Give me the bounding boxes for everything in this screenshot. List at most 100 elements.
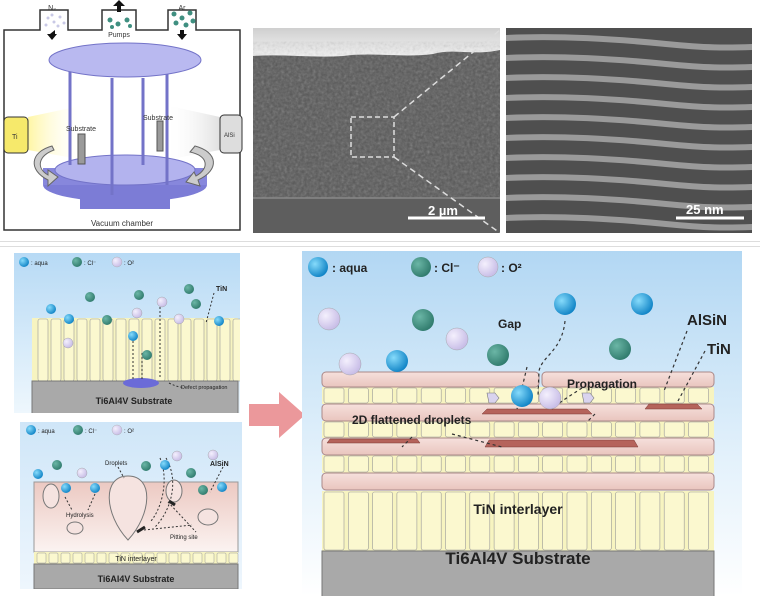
- interlayer-label: TiN interlayer: [473, 501, 563, 517]
- aqua-particle: [217, 482, 227, 492]
- substrate-right: [156, 120, 164, 152]
- pump-outlet-arrow-icon: [113, 0, 125, 12]
- o2-particle: [62, 337, 74, 349]
- tin-corrosion-panel: : aqua : Cl⁻ : O² TiN Defect propagation…: [14, 253, 240, 413]
- cl-particle: [186, 468, 196, 478]
- substrate-block: [321, 550, 715, 596]
- tin-cell: [396, 387, 418, 404]
- multilayer-stack: [321, 371, 715, 551]
- legend-o2: : O²: [501, 261, 522, 275]
- tin-cell: [590, 491, 612, 551]
- tin-column: [115, 318, 127, 382]
- cl-legend-icon: [411, 257, 431, 277]
- tin-cell: [566, 455, 588, 473]
- aqua-particle: [160, 460, 170, 470]
- tin-cell: [347, 491, 369, 551]
- alsi-beam: [165, 105, 220, 160]
- interlayer-column: [180, 552, 191, 564]
- tin-cell: [347, 421, 369, 438]
- tin-cell: [615, 421, 636, 438]
- alsi-target-label: AlSi: [224, 133, 235, 139]
- stripe: [506, 214, 752, 231]
- section-divider: [0, 241, 760, 242]
- interlayer-column: [84, 552, 95, 564]
- o2-particle: [445, 327, 469, 351]
- tin-cell: [542, 421, 563, 438]
- aqua-particle: [33, 469, 43, 479]
- tin-cell: [396, 455, 418, 473]
- cl-particle: [141, 461, 151, 471]
- interlayer-column: [216, 552, 227, 564]
- tin-cell: [469, 455, 491, 473]
- tin-cell: [372, 421, 393, 438]
- tin-column: [167, 318, 179, 382]
- o2-legend-icon: [111, 256, 123, 268]
- cl-particle: [142, 350, 152, 360]
- tin-cell: [445, 491, 466, 551]
- tin-cell: [663, 455, 685, 473]
- ar-label: Ar: [179, 5, 187, 12]
- tin-cell: [420, 455, 442, 473]
- o2-legend-icon: [111, 424, 123, 436]
- legend: : aqua : Cl⁻ : O²: [19, 256, 134, 268]
- scale-label-right: 25 nm: [686, 202, 724, 217]
- tin-cell: [639, 387, 661, 404]
- flattened-droplets: [326, 403, 703, 448]
- tin-cell: [493, 455, 515, 473]
- cl-legend-icon: [73, 425, 83, 435]
- ti-target: [3, 116, 29, 154]
- alsin-band: [541, 371, 715, 388]
- tin-cell: [566, 421, 588, 438]
- alsin-band: [321, 472, 715, 491]
- scale-label-left: 2 µm: [428, 203, 458, 218]
- o2-particle: [76, 467, 88, 479]
- cl-particle: [487, 344, 509, 366]
- interlayer-column: [36, 552, 47, 564]
- substrate-table: [54, 154, 196, 186]
- defect-propagation-label: Defect propagation: [181, 385, 227, 391]
- tin-cell: [590, 455, 612, 473]
- stripe: [506, 94, 752, 111]
- vacuum-chamber-diagram: N₂ Ar Pumps Ti AlSi Substrate Substrate …: [3, 0, 243, 231]
- tin-cell: [688, 491, 709, 551]
- tin-column: [63, 318, 75, 382]
- cl-particle: [102, 315, 112, 325]
- interlayer-column: [192, 552, 203, 564]
- pumps-label: Pumps: [108, 32, 130, 39]
- tin-cell: [323, 387, 345, 404]
- tin-cell: [445, 387, 466, 404]
- o2-particle: [171, 450, 183, 462]
- multilayer-corrosion-panel: : aqua : Cl⁻ : O² Gap AlSiN TiN Propagat…: [302, 251, 742, 596]
- transition-arrow-icon: [249, 392, 305, 438]
- propagation-label: Propagation: [567, 377, 637, 391]
- o2-legend-icon: [477, 256, 499, 278]
- legend-3: : aqua : Cl⁻ : O²: [308, 256, 522, 278]
- cl-particle: [198, 485, 208, 495]
- o2-particle: [156, 296, 168, 308]
- aqua-particle: [61, 483, 71, 493]
- pump-gas-dots: [107, 17, 132, 29]
- cl-particle: [134, 290, 144, 300]
- gap-label: Gap: [498, 317, 521, 331]
- tin-cell: [323, 421, 345, 438]
- interlayer-column: [48, 552, 59, 564]
- legend-2: : aqua : Cl⁻ : O²: [26, 424, 134, 436]
- tin-column: [219, 318, 231, 382]
- tin-cell: [420, 387, 442, 404]
- o2-particle: [338, 352, 362, 376]
- interlayer-column: [156, 552, 167, 564]
- interlayer-column: [132, 552, 143, 564]
- legend-cl: : Cl⁻: [85, 429, 97, 435]
- interlayer-column: [108, 552, 119, 564]
- stripe: [506, 194, 752, 211]
- section-divider-2: [0, 246, 760, 247]
- tin-cell: [445, 455, 466, 473]
- tin-cell: [639, 491, 661, 551]
- tin-cell: [420, 421, 442, 438]
- ion-particles: [46, 284, 224, 360]
- tin-cell: [372, 455, 393, 473]
- substrate-label: Ti6Al4V Substrate: [445, 549, 590, 568]
- aqua-particle: [64, 314, 74, 324]
- alsin-label: AlSiN: [210, 461, 229, 468]
- sem-multilayer-image: 25 nm: [506, 28, 752, 233]
